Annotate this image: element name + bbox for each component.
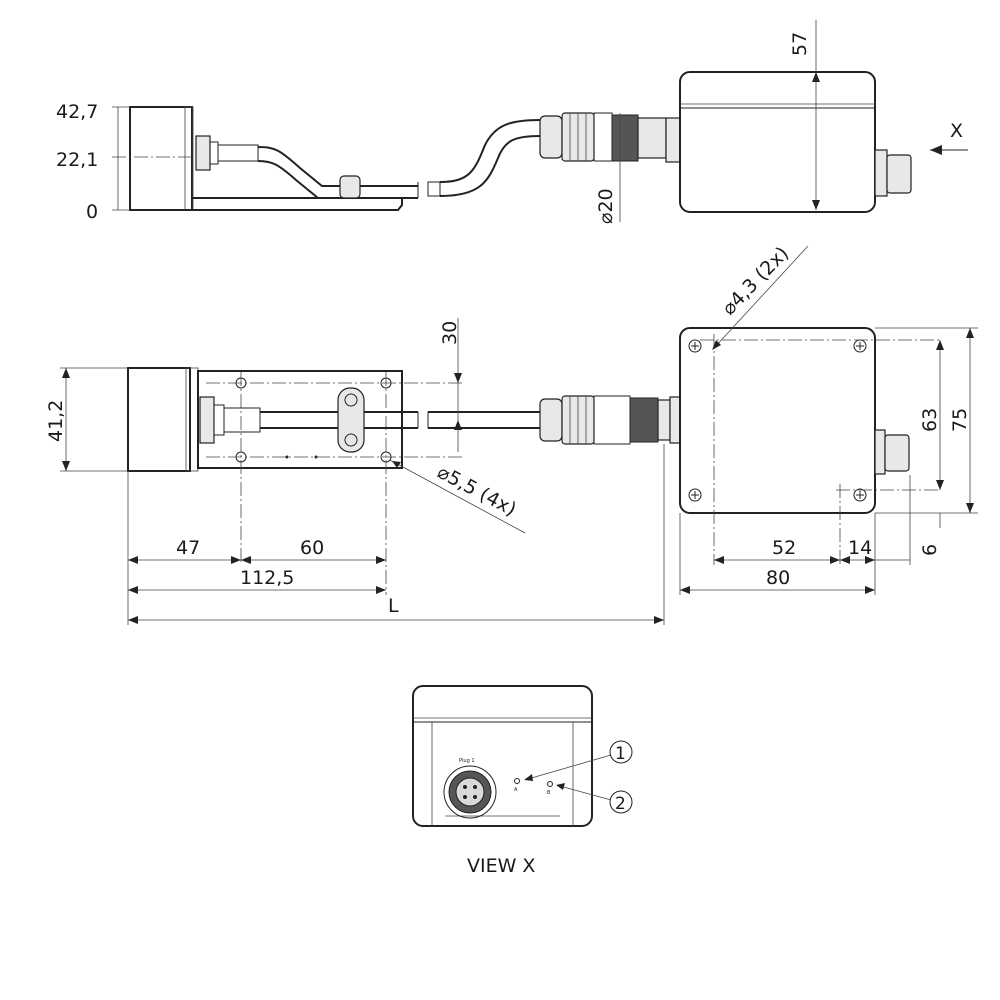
dim-height-42-7: 42,7 [56,101,98,123]
dim-cable-dia-20: ⌀20 [595,188,617,224]
dim-14: 14 [848,537,872,559]
dim-cable-offset-30: 30 [439,321,461,345]
dim-52: 52 [772,537,796,559]
plug-socket: Plug 1 [443,758,497,819]
dim-6: 6 [919,544,941,556]
plan-view: 30 41,2 ⌀5,5 (4x) ⌀4,3 (2x) 63 75 6 [45,242,978,625]
junction-box-front [412,685,593,827]
dim-sensor-width-41-2: 41,2 [45,400,67,442]
led-2 [547,781,553,787]
callout-2 [609,790,633,814]
dim-box-width-75: 75 [949,408,971,432]
dim-height-22-1: 22,1 [56,149,98,171]
svg-text:A: A [514,787,518,793]
dim-total-L: L [388,595,399,617]
led-1 [514,778,520,784]
view-x-title: VIEW X [467,855,535,877]
cable-clamp-side [339,175,361,199]
cable-connector-top [539,395,681,445]
view-x-arrow: X [930,120,968,155]
dim-height-0: 0 [86,201,98,223]
dim-80: 80 [766,567,790,589]
svg-text:1: 1 [615,744,626,764]
dim-hole-dia-4-3: ⌀4,3 (2x) [718,242,793,319]
svg-text:2: 2 [615,794,626,814]
svg-text:Plug 1: Plug 1 [459,758,475,764]
dim-60: 60 [300,537,324,559]
dim-box-hole-63: 63 [919,408,941,432]
cable-clamp-top [337,387,365,453]
junction-box-top [679,327,876,514]
sensor-head-side [129,106,193,211]
svg-text:B: B [547,790,551,796]
view-x: Plug 1 A B 1 2 VIEW X [412,685,633,877]
svg-text:X: X [950,120,963,142]
dim-47: 47 [176,537,200,559]
cable-connector-side [539,112,681,163]
dim-112-5: 112,5 [240,567,294,589]
mounting-plate-top [197,370,403,469]
side-view: 42,7 22,1 0 57 ⌀20 [56,20,968,224]
junction-box-side [679,71,876,213]
callout-1 [609,740,633,764]
sensor-head-top [127,367,191,472]
dim-box-height-57: 57 [789,32,811,56]
